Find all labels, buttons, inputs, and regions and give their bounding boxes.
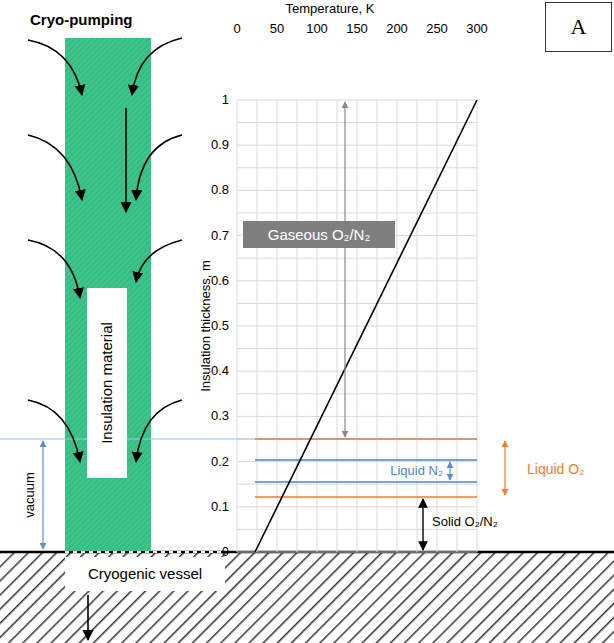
tick-label: 0: [222, 545, 229, 560]
tick-label: 0.1: [211, 499, 229, 514]
tick-label: 0.7: [211, 228, 229, 243]
gas-flow-arrows: [28, 38, 182, 640]
phase-label: Solid O₂/N₂: [432, 515, 498, 530]
dashed-boundary: [65, 551, 225, 553]
tick-label: 0.4: [211, 364, 229, 379]
tick-label: 100: [306, 22, 328, 37]
tick-label: 300: [466, 22, 488, 37]
insulation-column: [65, 38, 151, 551]
panel-letter-box: A: [545, 2, 612, 52]
title: Cryo-pumping: [30, 11, 133, 28]
temperature-profile: [255, 100, 477, 552]
insulation-label-box: Insulation material: [87, 288, 127, 478]
node-text: Insulation material: [98, 322, 115, 444]
gas-phase-box: Gaseous O₂/N₂: [243, 221, 395, 248]
vacuum-arrow: [42, 441, 43, 549]
grid: [237, 100, 477, 552]
node-text: Cryogenic vessel: [88, 565, 202, 582]
tick-label: 0.5: [211, 319, 229, 334]
tick-label: 0.2: [211, 454, 229, 469]
node-text: Gaseous O₂/N₂: [268, 226, 371, 243]
vessel-hatch: [0, 553, 614, 643]
tick-label: 150: [346, 22, 368, 37]
vacuum-label: vacuum: [23, 472, 38, 518]
tick-label: 200: [386, 22, 408, 37]
tick-label: 0.6: [211, 273, 229, 288]
vessel-surface: [0, 551, 614, 554]
tick-label: 250: [426, 22, 448, 37]
gas-range-arrow: [344, 102, 345, 437]
tick-label: 0.9: [211, 138, 229, 153]
phase-lines: [255, 439, 477, 497]
vessel-label-box: Cryogenic vessel: [65, 557, 225, 591]
vacuum-boundary: [0, 439, 477, 440]
phase-label: Liquid O₂: [527, 461, 585, 477]
liquid-n2-arrow: [449, 462, 450, 480]
solid-range-arrow: [422, 499, 423, 550]
tick-label: 0.3: [211, 409, 229, 424]
node-text: A: [571, 14, 587, 39]
tick-label: 0.8: [211, 183, 229, 198]
tick-label: 1: [222, 93, 229, 108]
tick-label: 50: [270, 22, 284, 37]
tick-label: 0: [233, 22, 240, 37]
liquid-o2-arrow: [504, 441, 505, 495]
axis-title: Temperature, K: [286, 2, 375, 17]
phase-label: Liquid N₂: [388, 464, 445, 479]
